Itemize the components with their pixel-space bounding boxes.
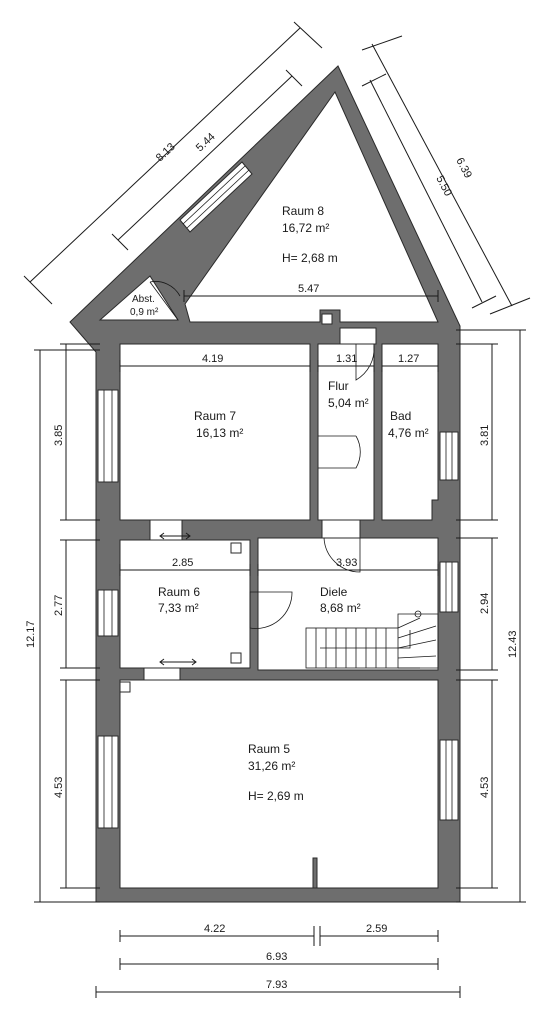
door-abst-leaf [149, 281, 179, 321]
flur-area: 5,04 m² [328, 396, 369, 410]
dim-diag-outer: 8.13 [154, 141, 178, 164]
raum8-floor [184, 90, 439, 323]
raum5-height: H= 2,69 m [248, 789, 304, 803]
pillar-raum5 [119, 681, 131, 693]
raum8-area: 16,72 m² [282, 221, 329, 235]
windows [97, 161, 459, 829]
raum7-name: Raum 7 [194, 409, 236, 423]
sliding-arrows [159, 532, 197, 666]
flur-floor [317, 343, 375, 521]
room-labels: Raum 8 16,72 m² H= 2,68 m Abst. 0,9 m² R… [130, 204, 429, 803]
raum6-name: Raum 6 [158, 585, 200, 599]
window-raum7 [97, 389, 119, 483]
raum6-floor [119, 539, 251, 669]
dim-left-raum5: 4.53 [53, 777, 65, 798]
dim-right-raum5: 4.53 [479, 777, 491, 798]
raum7-area: 16,13 m² [196, 426, 243, 440]
doors [149, 281, 375, 629]
raum8-name: Raum 8 [282, 204, 324, 218]
door-abst [149, 281, 181, 297]
dim-bottom-right: 2.59 [366, 923, 387, 935]
window-raum8 [179, 161, 253, 233]
room-floors [98, 90, 439, 889]
dim-raum6-width: 2.85 [172, 557, 193, 569]
dim-raum8-width: 5.47 [298, 283, 319, 295]
dim-raum7-width: 4.19 [202, 353, 223, 365]
dim-bottom-outer: 7.93 [266, 979, 287, 991]
dim-flur-width: 1.31 [336, 353, 357, 365]
abst-floor [98, 275, 179, 321]
opening-raum8-flur [339, 327, 377, 345]
door-raum6 [249, 591, 293, 629]
window-bad [439, 431, 459, 481]
dimension-lines [23, 21, 531, 998]
raum5-name: Raum 5 [248, 742, 290, 756]
pillar-diele-top [230, 542, 242, 554]
abst-name: Abst. [132, 294, 155, 305]
raum5-floor [119, 679, 439, 889]
dim-diele-width: 3.93 [336, 557, 357, 569]
opening-flur-diele [321, 519, 361, 539]
pillars [119, 313, 377, 693]
dim-diag-inner: 5.44 [194, 131, 218, 154]
dim-left-total: 12.17 [25, 620, 37, 648]
diele-name: Diele [320, 585, 348, 599]
window-raum5-right [439, 739, 459, 821]
abst-area: 0,9 m² [130, 307, 159, 318]
raum7-floor [119, 343, 311, 521]
raum8-height: H= 2,68 m [282, 251, 338, 265]
dim-left-raum7: 3.85 [53, 425, 65, 446]
window-diele [439, 561, 459, 613]
window-raum6 [97, 589, 119, 637]
dim-bad-width: 1.27 [398, 353, 419, 365]
door-diele [323, 537, 361, 573]
dim-bottom-inner: 6.93 [266, 951, 287, 963]
dim-right-bad: 3.81 [479, 425, 491, 446]
diele-area: 8,68 m² [320, 601, 361, 615]
dim-right-outer: 6.39 [453, 156, 474, 181]
door-flur [355, 344, 375, 381]
pillar-diele-bottom [230, 652, 242, 664]
dim-bottom-left: 4.22 [204, 923, 225, 935]
bad-floor [381, 343, 439, 521]
staircase [305, 610, 439, 669]
dim-right-inner: 5.50 [433, 174, 454, 199]
flur-name: Flur [328, 379, 349, 393]
raum5-area: 31,26 m² [248, 759, 295, 773]
pillar-raum8 [321, 313, 333, 325]
dim-right-total: 12.43 [507, 630, 519, 658]
bad-area: 4,76 m² [388, 426, 429, 440]
window-raum5-left [97, 735, 119, 829]
dim-left-raum6: 2.77 [53, 595, 65, 616]
opening-raum7-raum6 [149, 519, 183, 541]
raum6-area: 7,33 m² [158, 601, 199, 615]
opening-raum6-raum5 [143, 667, 181, 681]
dim-right-diele: 2.94 [479, 593, 491, 614]
door-flur-bad [318, 435, 361, 469]
bad-name: Bad [390, 409, 411, 423]
